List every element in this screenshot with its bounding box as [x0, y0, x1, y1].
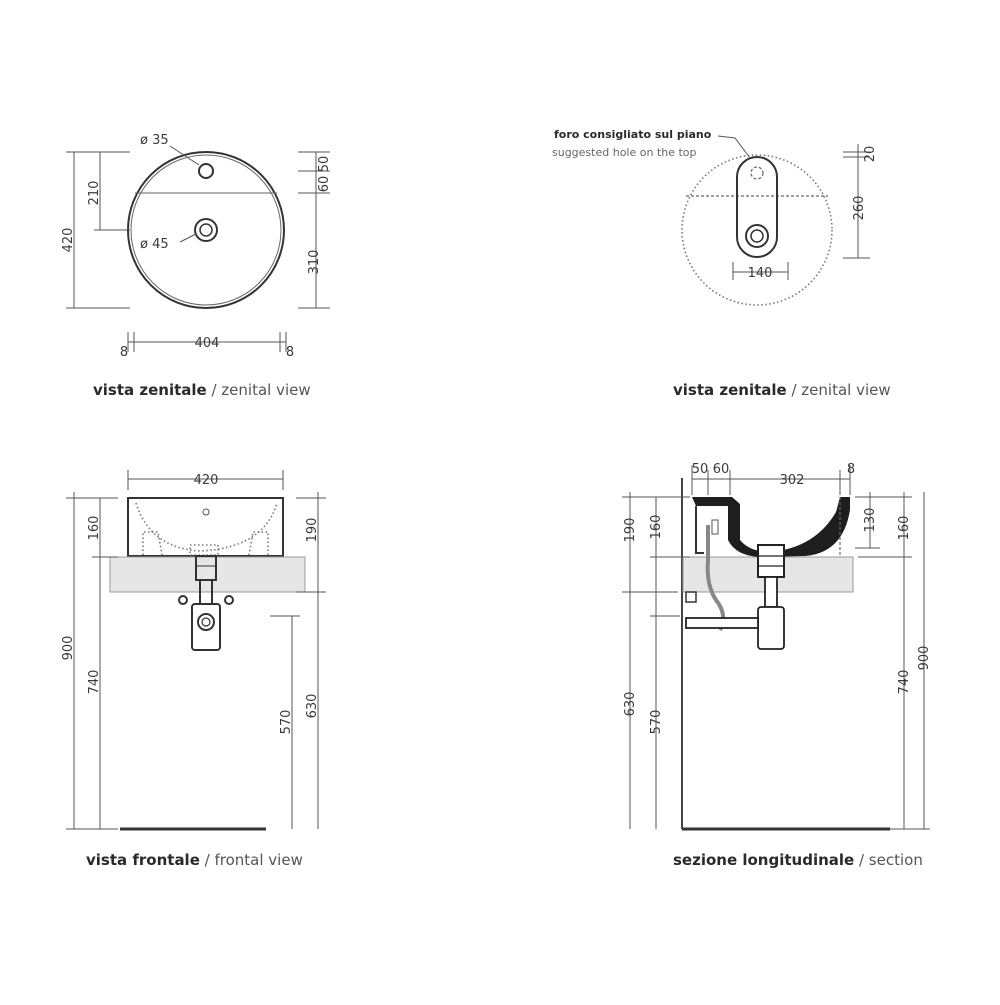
label-420: 420 [61, 228, 76, 253]
leader-d45 [179, 233, 197, 243]
label-d45: ø 45 [140, 237, 169, 252]
label-260: 260 [852, 196, 867, 221]
label-570-front: 570 [279, 710, 294, 735]
angle-valve [685, 591, 697, 603]
label-190-section: 190 [623, 518, 638, 543]
label-60: 60 [317, 176, 332, 193]
waste-pipe [685, 617, 759, 629]
label-160-right-section: 160 [897, 516, 912, 541]
drain-inner [199, 223, 213, 237]
basin-rim [130, 154, 282, 306]
leader-d35 [169, 145, 200, 166]
label-570-section: 570 [649, 710, 664, 735]
bottle-trap-section [757, 606, 785, 650]
caption-section: sezione longitudinale / section [673, 851, 923, 869]
note-suggested-hole-en: suggested hole on the top [552, 146, 697, 159]
tap-hole [198, 163, 214, 179]
view-zenital-cutout: foro consigliato sul piano suggested hol… [552, 128, 891, 399]
label-130-section: 130 [863, 508, 878, 533]
label-900-section: 900 [917, 646, 932, 671]
label-8-left: 8 [120, 345, 128, 360]
supply-valve-left [178, 595, 188, 605]
label-190-front: 190 [305, 518, 320, 543]
label-310: 310 [307, 250, 322, 275]
tap-hole-front [202, 508, 210, 516]
basin-inner-dotted [135, 502, 278, 552]
view-zenital-basin: ø 35 ø 45 420 210 50 60 310 404 8 8 vist… [61, 133, 332, 399]
drain-outer [194, 218, 218, 242]
label-60-section: 60 [713, 462, 730, 477]
drain-outer-top [745, 224, 769, 248]
label-8-right: 8 [286, 345, 294, 360]
tap-hole-dashed [750, 166, 764, 180]
countertop [109, 556, 306, 593]
caption-zenital-right: vista zenitale / zenital view [673, 381, 891, 399]
view-frontal: 420 900 160 740 190 630 570 vista fronta… [61, 470, 326, 869]
label-160-front: 160 [87, 516, 102, 541]
basin-outline [127, 151, 285, 309]
label-160-section: 160 [649, 515, 664, 540]
label-d35: ø 35 [140, 133, 169, 148]
label-420-front: 420 [194, 473, 219, 488]
label-20: 20 [863, 146, 878, 163]
note-suggested-hole-it: foro consigliato sul piano [554, 128, 712, 141]
caption-frontal: vista frontale / frontal view [86, 851, 303, 869]
supply-valve-right [224, 595, 234, 605]
basin-front-body [127, 497, 284, 557]
label-140: 140 [748, 266, 773, 281]
label-50: 50 [317, 156, 332, 173]
caption-zenital-left: vista zenitale / zenital view [93, 381, 311, 399]
label-900-front: 900 [61, 636, 76, 661]
drain-section [757, 544, 785, 578]
basin-dotted-outline [681, 154, 833, 306]
label-8-section: 8 [847, 462, 855, 477]
label-630-front: 630 [305, 694, 320, 719]
label-630-section: 630 [623, 692, 638, 717]
label-740-front: 740 [87, 670, 102, 695]
label-302-section: 302 [780, 473, 805, 488]
cutout-slot [736, 156, 778, 258]
leader-suggested-hole [717, 135, 751, 159]
label-404: 404 [195, 336, 220, 351]
label-50-section: 50 [692, 462, 709, 477]
bottle-trap-front [191, 603, 221, 651]
drain-inner-top [750, 229, 764, 243]
label-740-section: 740 [897, 670, 912, 695]
basin-section-profile [692, 497, 850, 557]
view-section: 50 60 302 8 190 160 630 570 130 160 740 … [622, 462, 932, 869]
label-210: 210 [87, 181, 102, 206]
